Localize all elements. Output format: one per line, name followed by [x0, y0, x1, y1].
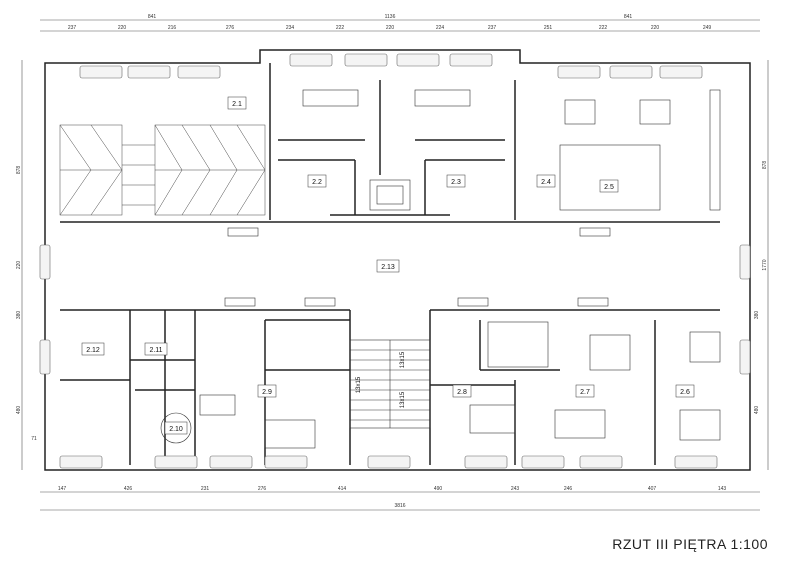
- room-label-2-11: 2.11: [149, 347, 162, 354]
- furniture: [160, 89, 721, 449]
- dim-left-3: 380: [16, 311, 22, 320]
- dim-bottom-3: 231: [201, 486, 210, 492]
- dim-top-3: 216: [168, 25, 177, 31]
- dimension-lines: [21, 19, 769, 511]
- stair-labels: 13x15 13x15 13x15: [356, 351, 406, 408]
- dim-right-4: 480: [754, 406, 760, 415]
- dim-top-4: 276: [226, 25, 235, 31]
- dim-left-2: 220: [16, 261, 22, 270]
- dim-top-7: 220: [386, 25, 395, 31]
- dim-bottom-6: 490: [434, 486, 443, 492]
- stair-label-1: 13x15: [356, 376, 362, 393]
- dim-left-4: 480: [16, 406, 22, 415]
- dim-top-1: 237: [68, 25, 77, 31]
- dim-bottom-2: 426: [124, 486, 133, 492]
- room-label-2-2: 2.2: [312, 179, 322, 186]
- dim-left-1: 878: [16, 166, 22, 175]
- plan-caption: RZUT III PIĘTRA 1:100: [612, 536, 768, 552]
- room-label-2-5: 2.5: [604, 184, 614, 191]
- dim-top-9: 237: [488, 25, 497, 31]
- dim-right-3: 380: [754, 311, 760, 320]
- staircase: [349, 179, 431, 429]
- room-label-2-7: 2.7: [580, 389, 590, 396]
- room-labels: 2.1 2.2 2.3 2.4 2.5 2.13 2.12 2.11 2.10 …: [81, 96, 695, 435]
- dim-top-outer-2: 1136: [385, 14, 396, 20]
- dim-top-8: 224: [436, 25, 445, 31]
- dim-top-10: 251: [544, 25, 553, 31]
- dim-top-2: 220: [118, 25, 127, 31]
- room-label-2-13: 2.13: [381, 264, 395, 271]
- room-label-2-9: 2.9: [262, 389, 272, 396]
- dim-top-13: 249: [703, 25, 712, 31]
- dim-top-outer-1: 841: [148, 14, 157, 20]
- dim-bottom-5: 414: [338, 486, 347, 492]
- room-label-2-3: 2.3: [451, 179, 461, 186]
- dim-top-12: 220: [651, 25, 660, 31]
- dim-bottom-8: 246: [564, 486, 573, 492]
- dim-bottom-9: 407: [648, 486, 657, 492]
- dim-top-6: 222: [336, 25, 345, 31]
- walls: [44, 49, 751, 471]
- stair-label-2: 13x15: [400, 351, 406, 368]
- windows: [39, 53, 751, 469]
- room-label-2-6: 2.6: [680, 389, 690, 396]
- room-label-2-12: 2.12: [86, 347, 100, 354]
- dim-bottom-total: 3816: [394, 503, 405, 509]
- dim-top-outer-3: 841: [624, 14, 633, 20]
- dim-top-5: 234: [286, 25, 295, 31]
- dim-top-11: 222: [599, 25, 608, 31]
- dim-right-1: 878: [762, 161, 768, 170]
- dim-bottom-1: 147: [58, 486, 67, 492]
- room-label-2-8: 2.8: [457, 389, 467, 396]
- dim-bottom-7: 243: [511, 486, 520, 492]
- storage-racks: [59, 124, 266, 216]
- dim-right-2: 1770: [762, 259, 768, 270]
- room-label-2-1: 2.1: [232, 101, 242, 108]
- outer-wall: [44, 49, 751, 471]
- dim-left-5: 71: [31, 436, 37, 442]
- dimension-labels: 841 1136 841 237 220 216 276 234 222 220…: [16, 14, 768, 509]
- stair-label-3: 13x15: [400, 391, 406, 408]
- dim-bottom-4: 276: [258, 486, 267, 492]
- dim-bottom-10: 143: [718, 486, 727, 492]
- room-label-2-10: 2.10: [169, 426, 183, 433]
- room-label-2-4: 2.4: [541, 179, 551, 186]
